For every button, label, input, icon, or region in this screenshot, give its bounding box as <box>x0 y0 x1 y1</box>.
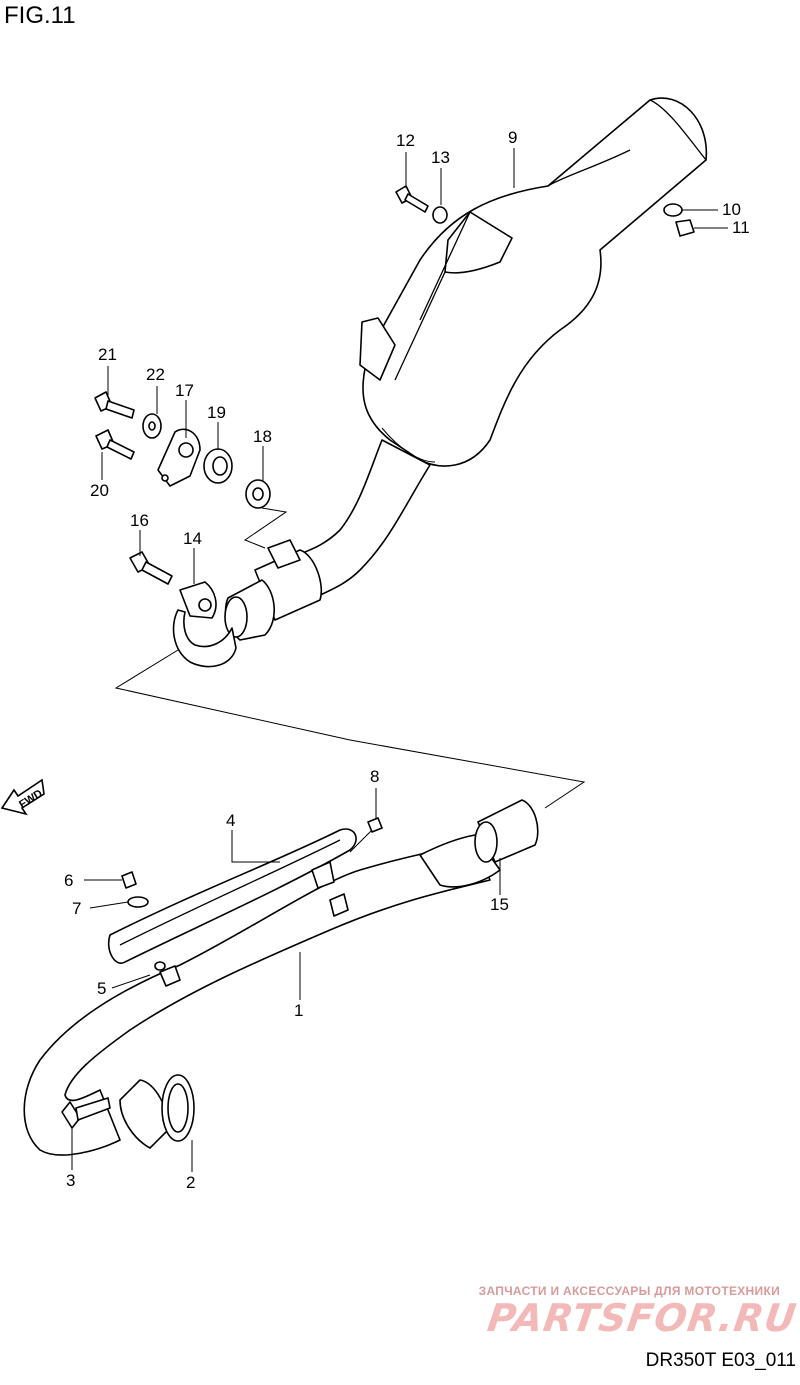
watermark-brand-logo: PARTSFOR.RU <box>484 1296 800 1340</box>
figure-title: FIG.11 <box>4 2 76 29</box>
bolt-12 <box>395 185 429 213</box>
washer-22 <box>142 413 162 439</box>
callout-16: 16 <box>130 511 149 530</box>
bracket-17 <box>157 428 201 487</box>
figure-code: DR350T E03_011 <box>645 1350 796 1371</box>
callout-19: 19 <box>207 403 226 422</box>
callout-17: 17 <box>175 381 194 400</box>
nut-11 <box>675 219 695 237</box>
joint-sleeve-15 <box>474 799 539 863</box>
exhaust-stud-3 <box>61 1097 111 1129</box>
fwd-arrow-icon: FWD <box>0 778 45 816</box>
exhaust-flange-2 <box>119 1074 195 1149</box>
callout-4: 4 <box>226 811 235 830</box>
callout-1: 1 <box>294 1001 303 1020</box>
screw-6 <box>121 871 137 889</box>
callout-18: 18 <box>253 427 272 446</box>
callout-6: 6 <box>64 871 73 890</box>
pipe-clips <box>154 861 349 987</box>
callout-labels: 1 2 3 4 5 6 7 8 9 10 11 12 13 14 15 16 1… <box>64 128 750 1192</box>
washer-13 <box>432 206 448 224</box>
grommet-19 <box>203 448 233 484</box>
clamp-14 <box>172 581 237 668</box>
callout-3: 3 <box>66 1171 75 1190</box>
callout-15: 15 <box>490 895 509 914</box>
collar-18 <box>243 479 288 549</box>
reference-lines <box>114 649 586 809</box>
callout-11: 11 <box>732 218 750 237</box>
screw-8 <box>349 817 383 853</box>
callout-5: 5 <box>97 979 106 998</box>
callout-10: 10 <box>722 200 741 219</box>
callout-2: 2 <box>186 1173 195 1192</box>
callout-20: 20 <box>90 481 109 500</box>
bolt-16 <box>129 551 173 585</box>
bolt-21 <box>94 391 135 419</box>
connector-pipe <box>224 439 431 641</box>
callout-12: 12 <box>396 131 415 150</box>
heat-shield-4 <box>107 828 357 964</box>
callout-8: 8 <box>370 767 379 786</box>
bolt-20 <box>95 429 135 460</box>
muffler <box>359 97 708 467</box>
washer-7 <box>127 896 149 908</box>
callout-9: 9 <box>508 128 517 147</box>
watermark-tagline: ЗАПЧАСТИ И АКСЕССУАРЫ ДЛЯ МОТОТЕХНИКИ <box>478 1284 780 1298</box>
nut-10 <box>663 203 683 217</box>
leader-lines <box>71 148 728 1172</box>
callout-14: 14 <box>183 529 202 548</box>
callout-13: 13 <box>431 148 450 167</box>
callout-21: 21 <box>98 345 117 364</box>
callout-7: 7 <box>72 899 81 918</box>
callout-22: 22 <box>146 365 165 384</box>
